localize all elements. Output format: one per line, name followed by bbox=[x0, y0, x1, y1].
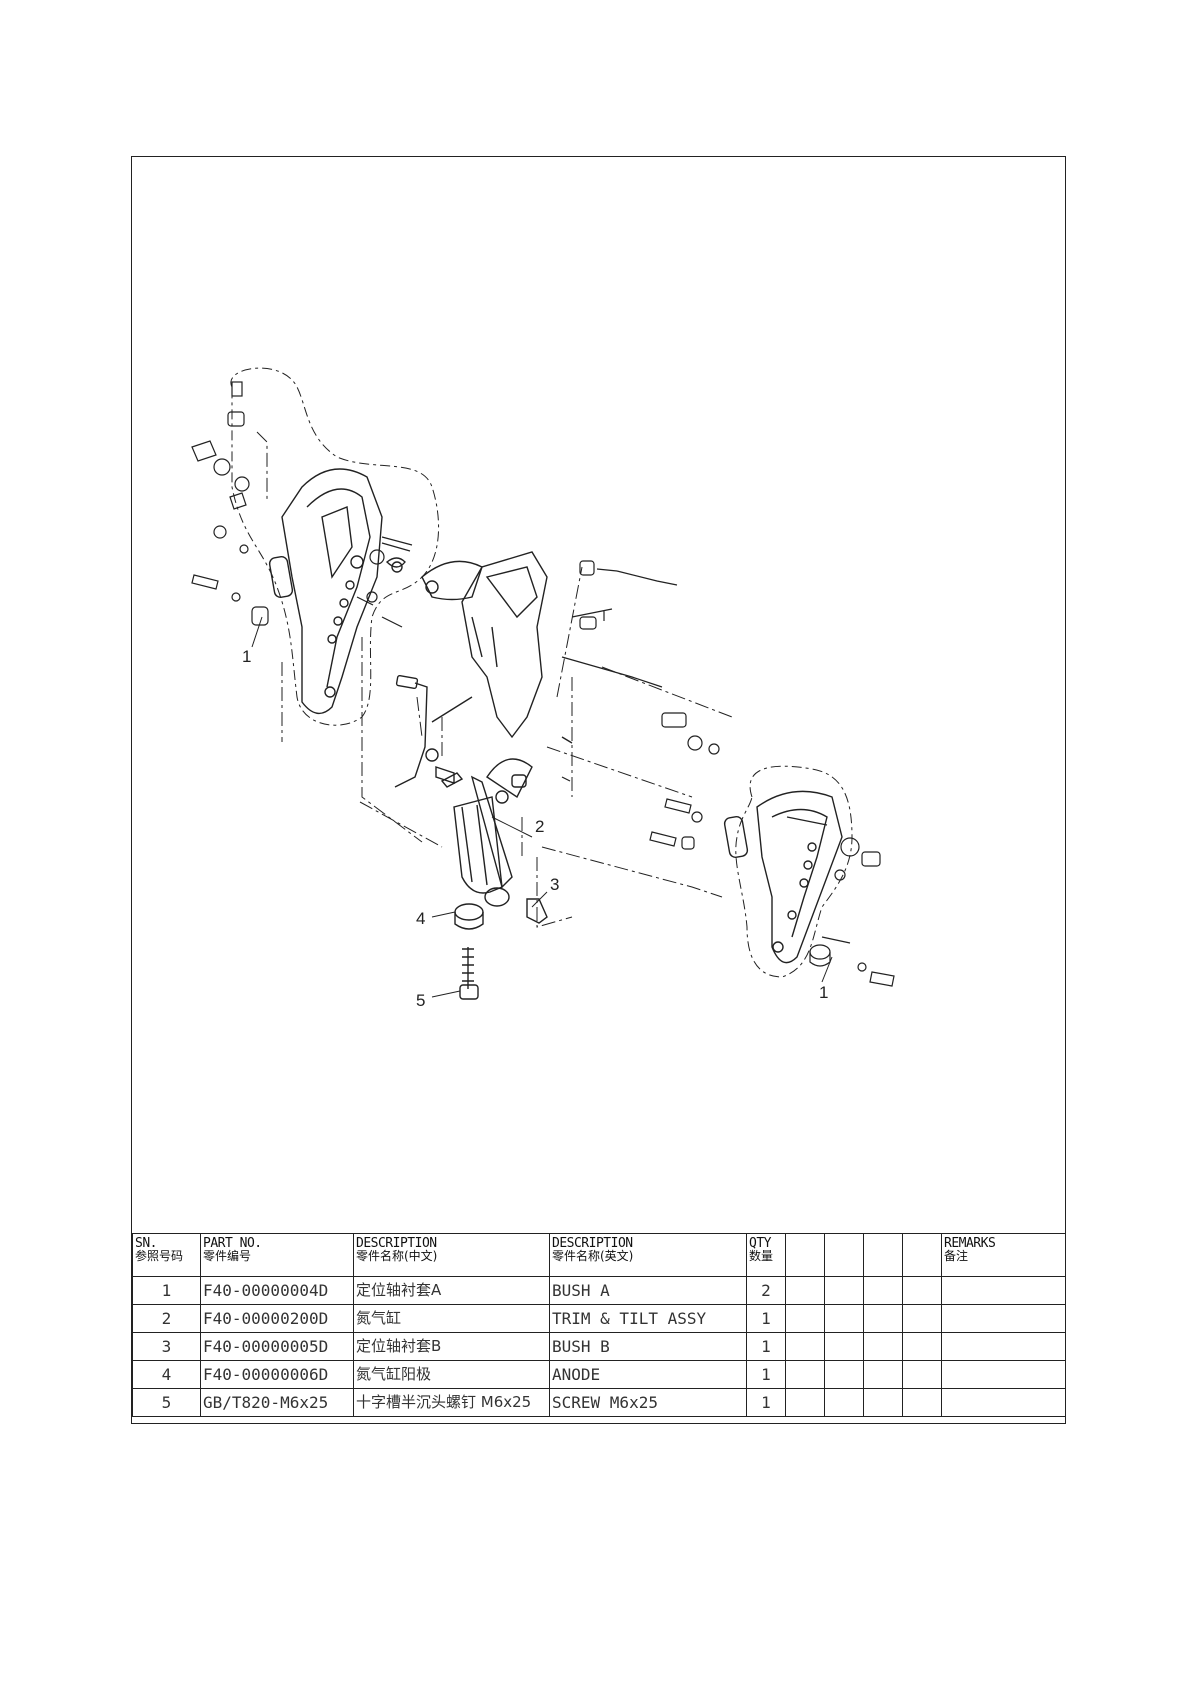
left-fasteners bbox=[191, 381, 413, 628]
cell-blank bbox=[785, 1388, 825, 1417]
cell-part-no: F40-00000006D bbox=[200, 1360, 354, 1389]
cell-qty: 1 bbox=[746, 1332, 786, 1361]
exploded-view-svg bbox=[191, 367, 895, 1000]
cell-blank bbox=[824, 1388, 864, 1417]
right-bracket-fasteners bbox=[649, 798, 895, 987]
cell-blank bbox=[902, 1332, 942, 1361]
exploded-view-diagram: 1 2 3 4 5 1 bbox=[132, 157, 1067, 1233]
cell-qty: 1 bbox=[746, 1360, 786, 1389]
callout-2: 2 bbox=[535, 817, 545, 836]
cell-sn: 5 bbox=[132, 1388, 201, 1417]
callout-4: 4 bbox=[416, 909, 426, 928]
header-blank-3 bbox=[863, 1233, 903, 1277]
cell-sn: 2 bbox=[132, 1304, 201, 1333]
cell-remarks bbox=[941, 1360, 1066, 1389]
cell-part-no: F40-00000004D bbox=[200, 1276, 354, 1305]
table-row: 2 F40-00000200D 氮气缸 TRIM & TILT ASSY 1 bbox=[132, 1304, 1066, 1333]
cell-qty: 2 bbox=[746, 1276, 786, 1305]
cell-description-en: BUSH B bbox=[549, 1332, 747, 1361]
left-clamp-bracket bbox=[268, 468, 383, 715]
table-row: 3 F40-00000005D 定位轴衬套B BUSH B 1 bbox=[132, 1332, 1066, 1361]
cell-remarks bbox=[941, 1304, 1066, 1333]
table-row: 1 F40-00000004D 定位轴衬套A BUSH A 2 bbox=[132, 1276, 1066, 1305]
callout-1-right: 1 bbox=[819, 983, 829, 1002]
cell-description-cn: 定位轴衬套B bbox=[353, 1332, 550, 1361]
cell-blank bbox=[863, 1360, 903, 1389]
cell-description-en: TRIM & TILT ASSY bbox=[549, 1304, 747, 1333]
cell-remarks bbox=[941, 1332, 1066, 1361]
cell-blank bbox=[785, 1360, 825, 1389]
cell-blank bbox=[824, 1304, 864, 1333]
cell-qty: 1 bbox=[746, 1388, 786, 1417]
table-row: 5 GB/T820-M6x25 十字槽半沉头螺钉 M6x25 SCREW M6x… bbox=[132, 1388, 1066, 1417]
cell-blank bbox=[863, 1276, 903, 1305]
callout-1-left: 1 bbox=[242, 647, 252, 666]
cell-part-no: F40-00000005D bbox=[200, 1332, 354, 1361]
right-fasteners bbox=[561, 560, 720, 782]
cell-blank bbox=[824, 1360, 864, 1389]
cell-sn: 4 bbox=[132, 1360, 201, 1389]
cell-blank bbox=[902, 1388, 942, 1417]
cell-remarks bbox=[941, 1276, 1066, 1305]
cell-blank bbox=[863, 1388, 903, 1417]
callout-5: 5 bbox=[416, 991, 426, 1010]
header-sn: SN.参照号码 bbox=[132, 1233, 201, 1277]
cell-blank bbox=[824, 1332, 864, 1361]
cell-description-cn: 十字槽半沉头螺钉 M6x25 bbox=[353, 1388, 550, 1417]
cell-description-cn: 氮气缸阳极 bbox=[353, 1360, 550, 1389]
right-bracket-outline bbox=[735, 765, 853, 978]
cell-blank bbox=[785, 1276, 825, 1305]
trim-tilt-cylinder bbox=[394, 674, 533, 907]
cell-description-cn: 定位轴衬套A bbox=[353, 1276, 550, 1305]
swivel-bracket bbox=[385, 551, 573, 744]
table-row: 4 F40-00000006D 氮气缸阳极 ANODE 1 bbox=[132, 1360, 1066, 1389]
cell-blank bbox=[863, 1332, 903, 1361]
header-blank-2 bbox=[824, 1233, 864, 1277]
leader-lines bbox=[251, 616, 833, 998]
drawing-sheet: 1 2 3 4 5 1 SN.参照号码 PART NO.零件编号 DESCRIP… bbox=[131, 156, 1066, 1424]
cell-blank bbox=[902, 1276, 942, 1305]
cell-part-no: GB/T820-M6x25 bbox=[200, 1388, 354, 1417]
cell-blank bbox=[785, 1332, 825, 1361]
cell-blank bbox=[902, 1360, 942, 1389]
cell-qty: 1 bbox=[746, 1304, 786, 1333]
right-clamp-bracket bbox=[723, 790, 843, 964]
cell-part-no: F40-00000200D bbox=[200, 1304, 354, 1333]
cell-description-en: BUSH A bbox=[549, 1276, 747, 1305]
cell-blank bbox=[902, 1304, 942, 1333]
cell-remarks bbox=[941, 1388, 1066, 1417]
callout-3: 3 bbox=[550, 875, 560, 894]
small-parts bbox=[454, 898, 548, 1000]
cell-description-en: ANODE bbox=[549, 1360, 747, 1389]
header-blank-1 bbox=[785, 1233, 825, 1277]
cell-sn: 3 bbox=[132, 1332, 201, 1361]
cell-blank bbox=[824, 1276, 864, 1305]
cell-sn: 1 bbox=[132, 1276, 201, 1305]
cell-description-en: SCREW M6x25 bbox=[549, 1388, 747, 1417]
header-part-no: PART NO.零件编号 bbox=[200, 1233, 354, 1277]
cell-blank bbox=[785, 1304, 825, 1333]
center-lines bbox=[256, 431, 733, 928]
header-blank-4 bbox=[902, 1233, 942, 1277]
left-bracket-outline bbox=[230, 367, 440, 726]
cell-description-cn: 氮气缸 bbox=[353, 1304, 550, 1333]
cell-blank bbox=[863, 1304, 903, 1333]
